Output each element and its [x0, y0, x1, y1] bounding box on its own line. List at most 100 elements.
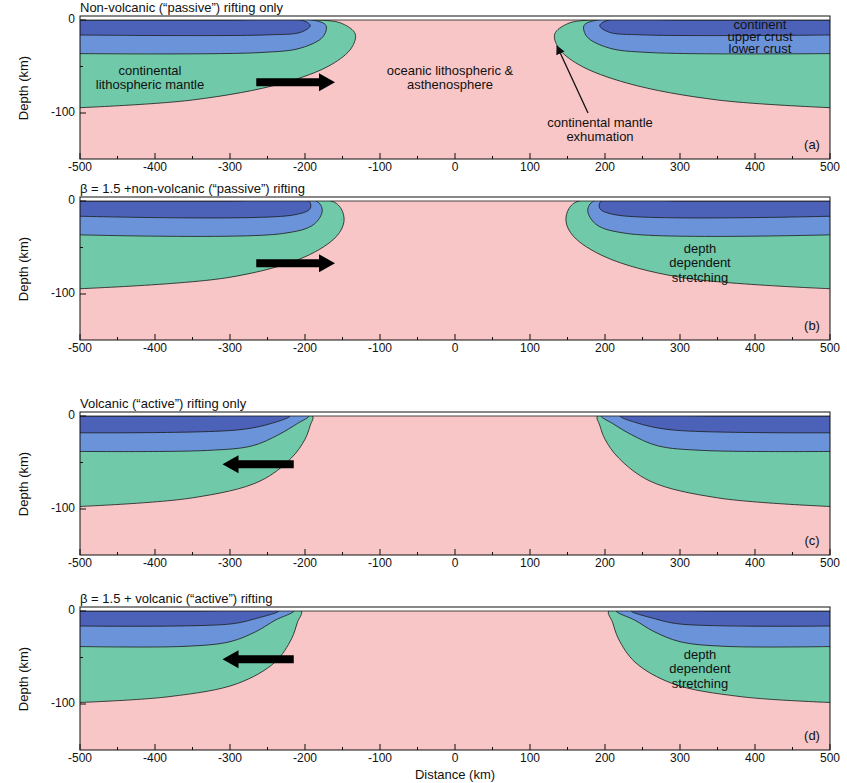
- x-tick: [80, 744, 81, 750]
- x-tick: [755, 153, 756, 159]
- tick-label: -100: [368, 557, 392, 570]
- tick-label: -200: [293, 161, 317, 174]
- x-tick: [605, 153, 606, 159]
- tick-label: -200: [293, 752, 317, 765]
- tick-label: 400: [745, 557, 765, 570]
- x-minor-tick: [792, 552, 793, 555]
- axis-title: Depth (km): [17, 56, 31, 120]
- upper-crust: [631, 610, 830, 627]
- panel-letter: (a): [804, 138, 820, 152]
- x-minor-tick: [717, 337, 718, 340]
- x-tick: [755, 744, 756, 750]
- y-tick: [80, 113, 86, 114]
- x-minor-tick: [567, 747, 568, 750]
- lower-crust: [80, 414, 309, 451]
- tick-label: 200: [595, 161, 615, 174]
- y-tick: [80, 462, 83, 463]
- tick-label: -500: [68, 342, 92, 355]
- tick-label: -500: [68, 161, 92, 174]
- upper-crust: [80, 610, 279, 627]
- axis-title: Depth (km): [17, 237, 31, 301]
- y-tick: [80, 704, 86, 705]
- x-tick: [305, 153, 306, 159]
- lithospheric-mantle: [566, 199, 830, 290]
- tick-label: 0: [68, 409, 75, 422]
- lower-crust: [601, 414, 830, 451]
- x-minor-tick: [567, 156, 568, 159]
- x-minor-tick: [492, 552, 493, 555]
- axis-title: Distance (km): [415, 768, 495, 782]
- tick-label: -500: [68, 752, 92, 765]
- x-minor-tick: [117, 747, 118, 750]
- tick-label: -100: [51, 502, 75, 515]
- x-tick: [305, 549, 306, 555]
- x-tick: [530, 549, 531, 555]
- plot-frame: [80, 197, 830, 340]
- x-tick: [530, 334, 531, 340]
- tick-label: 100: [520, 342, 540, 355]
- tick-label: -200: [293, 557, 317, 570]
- cross-section-panel: [65, 197, 845, 340]
- panel-letter: (c): [804, 534, 819, 548]
- x-tick: [305, 744, 306, 750]
- x-tick: [530, 153, 531, 159]
- x-minor-tick: [342, 747, 343, 750]
- x-minor-tick: [417, 552, 418, 555]
- x-minor-tick: [642, 156, 643, 159]
- x-tick: [830, 153, 831, 159]
- x-tick: [680, 744, 681, 750]
- lithospheric-mantle: [608, 608, 830, 703]
- x-minor-tick: [417, 156, 418, 159]
- x-minor-tick: [117, 156, 118, 159]
- upper-crust: [80, 18, 310, 35]
- lower-crust: [588, 198, 830, 236]
- panel-title: Volcanic (“active”) rifting only: [80, 397, 246, 411]
- x-tick: [455, 334, 456, 340]
- plot-frame: [80, 412, 830, 555]
- x-tick: [80, 334, 81, 340]
- y-tick: [80, 294, 86, 295]
- x-minor-tick: [792, 156, 793, 159]
- tick-label: 0: [68, 194, 75, 207]
- tick-label: 500: [820, 161, 840, 174]
- y-tick: [80, 20, 86, 21]
- x-tick: [830, 549, 831, 555]
- cross-section-panel: [65, 16, 845, 159]
- x-minor-tick: [267, 552, 268, 555]
- x-minor-tick: [342, 337, 343, 340]
- x-minor-tick: [792, 747, 793, 750]
- x-tick: [380, 153, 381, 159]
- lower-crust: [616, 609, 830, 647]
- x-tick: [380, 334, 381, 340]
- tick-label: -300: [218, 752, 242, 765]
- lithospheric-mantle: [80, 199, 344, 290]
- extension-arrow: [256, 254, 335, 272]
- x-minor-tick: [717, 747, 718, 750]
- lithospheric-mantle: [80, 413, 313, 507]
- y-tick: [80, 247, 83, 248]
- x-minor-tick: [642, 552, 643, 555]
- tick-label: 200: [595, 752, 615, 765]
- tick-label: -100: [368, 161, 392, 174]
- tick-label: 500: [820, 752, 840, 765]
- tick-label: 0: [452, 557, 459, 570]
- axis-title: Depth (km): [17, 452, 31, 516]
- tick-label: -100: [368, 752, 392, 765]
- lithospheric-mantle: [80, 19, 356, 108]
- upper-crust: [600, 18, 830, 35]
- tick-label: 0: [68, 13, 75, 26]
- x-tick: [530, 744, 531, 750]
- tick-label: 100: [520, 557, 540, 570]
- x-tick: [80, 549, 81, 555]
- panel-letter: (b): [804, 319, 820, 333]
- extension-arrow: [223, 455, 294, 473]
- y-tick: [80, 611, 86, 612]
- x-minor-tick: [417, 747, 418, 750]
- tick-label: -300: [218, 342, 242, 355]
- tick-label: 300: [670, 557, 690, 570]
- x-minor-tick: [192, 747, 193, 750]
- x-minor-tick: [417, 337, 418, 340]
- tick-label: 500: [820, 342, 840, 355]
- tick-label: 300: [670, 342, 690, 355]
- region-label: oceanic lithospheric & asthenosphere: [375, 64, 525, 93]
